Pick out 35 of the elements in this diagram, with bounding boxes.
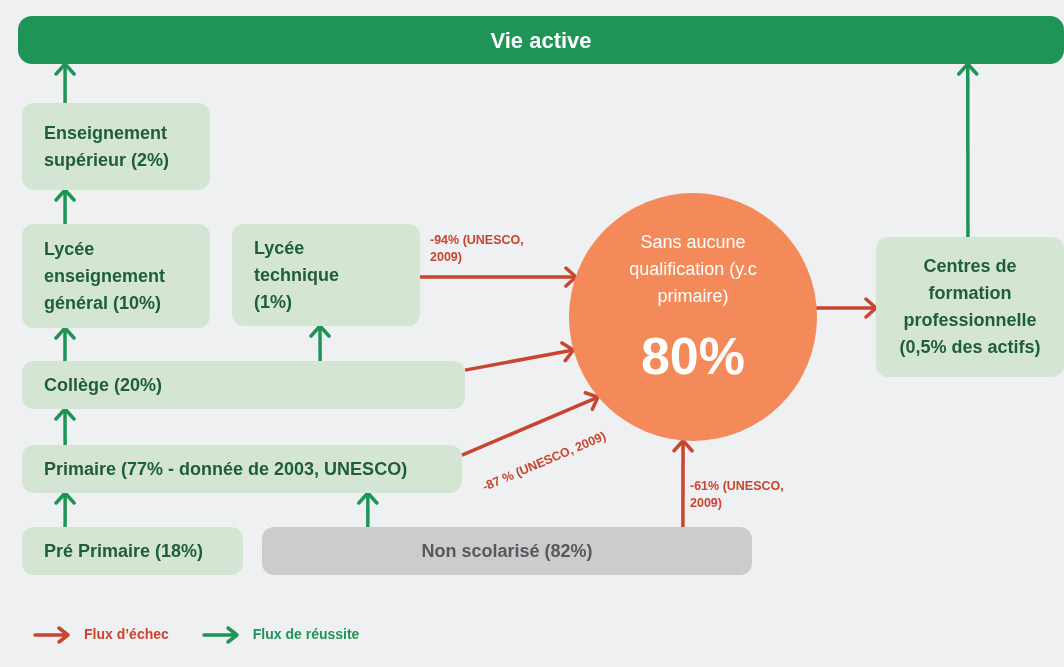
arrow bbox=[54, 407, 76, 445]
arrow bbox=[957, 62, 979, 237]
process-box bbox=[22, 224, 210, 328]
box-label: Primaire (77% - donnée de 2003, UNESCO) bbox=[44, 457, 408, 481]
box-label: Lycée enseignement général (10%) bbox=[44, 237, 167, 315]
process-box bbox=[22, 103, 210, 190]
process-box bbox=[232, 224, 420, 326]
arrow bbox=[357, 491, 379, 527]
process-box bbox=[22, 361, 465, 409]
legend-label: Flux de réussite bbox=[252, 625, 360, 644]
process-box bbox=[262, 527, 752, 575]
arrow bbox=[54, 326, 76, 361]
box-label: Pré Primaire (18%) bbox=[44, 539, 204, 563]
box-label: Lycée technique (1%) bbox=[254, 236, 340, 314]
box-label: Centres de formation professionnelle (0,5% des actifs) bbox=[898, 255, 1042, 359]
box-label: Non scolarisé (82%) bbox=[421, 539, 593, 563]
circle-label: Sans aucune qualification (y.c primaire) bbox=[628, 230, 758, 308]
arrow bbox=[54, 188, 76, 224]
process-box bbox=[22, 445, 462, 493]
arrow bbox=[672, 439, 694, 527]
process-box bbox=[22, 527, 243, 575]
arrow bbox=[815, 297, 878, 319]
arrow bbox=[420, 266, 578, 288]
percentage-value: 80% bbox=[640, 329, 746, 382]
arrow bbox=[464, 341, 576, 372]
arrow bbox=[309, 324, 331, 361]
arrow bbox=[54, 62, 76, 103]
box-label: Enseignement supérieur (2%) bbox=[44, 121, 171, 172]
box-label: Collège (20%) bbox=[44, 373, 163, 397]
legend-label: Flux d’échec bbox=[84, 625, 169, 644]
arrow bbox=[54, 491, 76, 527]
process-box bbox=[876, 237, 1064, 377]
banner-title: Vie active bbox=[490, 26, 592, 55]
banner-bar bbox=[18, 16, 1064, 64]
arrow bbox=[461, 391, 600, 457]
